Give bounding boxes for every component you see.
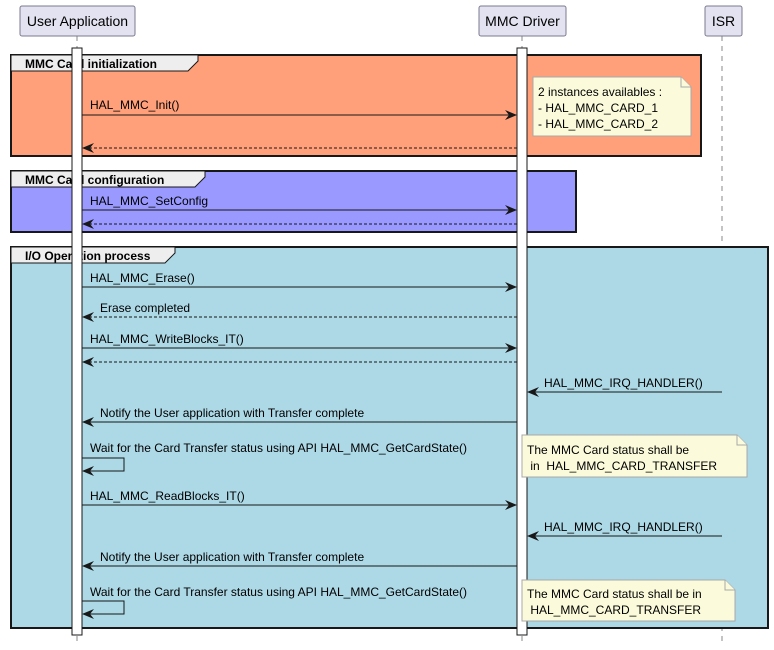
group-config-title: MMC Card configuration (25, 173, 164, 187)
note-instances-fold (680, 77, 691, 88)
self-message-arrow (82, 457, 125, 476)
note-transfer-status-box (521, 579, 736, 622)
group-config-title-tab (10, 170, 206, 188)
self-message-arrow (82, 600, 125, 619)
note-transfer-status-fold (736, 435, 747, 446)
group-config: MMC Card configuration (10, 170, 577, 233)
note-line: The MMC Card status shall be in (527, 587, 702, 601)
activation-user (71, 47, 83, 636)
participant-isr[interactable]: ISR (704, 5, 743, 37)
group-config-box (10, 170, 577, 233)
message-label: Erase completed (100, 301, 190, 315)
note-instances: 2 instances availables : - HAL_MMC_CARD_… (532, 76, 692, 137)
note-line: in HAL_MMC_CARD_TRANSFER (527, 459, 717, 473)
message-label: HAL_MMC_IRQ_HANDLER() (544, 520, 703, 534)
participant-driver-box (478, 5, 567, 37)
message-label: HAL_MMC_Init() (90, 98, 179, 112)
message-label: Wait for the Card Transfer status using … (90, 441, 467, 455)
message-label: HAL_MMC_WriteBlocks_IT() (90, 332, 244, 346)
note-transfer-status: The MMC Card status shall be in HAL_MMC_… (521, 579, 736, 622)
message-label: Wait for the Card Transfer status using … (90, 585, 467, 599)
participant-user[interactable]: User Application (19, 5, 136, 37)
message-label: HAL_MMC_ReadBlocks_IT() (90, 489, 245, 503)
participant-driver[interactable]: MMC Driver (478, 5, 567, 37)
note-line: The MMC Card status shall be (527, 443, 689, 457)
note-line: 2 instances availables : (538, 85, 662, 99)
participant-isr-label: ISR (712, 13, 735, 29)
participant-isr-box (704, 5, 743, 37)
activation-driver (516, 47, 528, 636)
participant-user-label: User Application (27, 13, 128, 29)
note-transfer-status-fold (724, 580, 735, 591)
note-line: HAL_MMC_CARD_TRANSFER (527, 603, 701, 617)
participant-driver-label: MMC Driver (485, 13, 560, 29)
note-line: - HAL_MMC_CARD_1 (538, 101, 658, 115)
note-transfer-status: The MMC Card status shall be in HAL_MMC_… (521, 434, 748, 478)
message-label: Notify the User application with Transfe… (100, 550, 364, 564)
group-io-title: I/O Operation process (25, 249, 151, 263)
group-init-title-tab (10, 54, 199, 72)
message-label: HAL_MMC_Erase() (90, 271, 195, 285)
group-init-title: MMC Card initialization (25, 57, 157, 71)
note-transfer-status-box (521, 434, 748, 478)
message-label: HAL_MMC_SetConfig (90, 194, 208, 208)
participant-user-box (19, 5, 136, 37)
note-line: - HAL_MMC_CARD_2 (538, 117, 658, 131)
message-label: HAL_MMC_IRQ_HANDLER() (544, 376, 703, 390)
message-label: Notify the User application with Transfe… (100, 406, 364, 420)
group-io-title-tab (10, 246, 176, 264)
note-instances-box (532, 76, 692, 137)
